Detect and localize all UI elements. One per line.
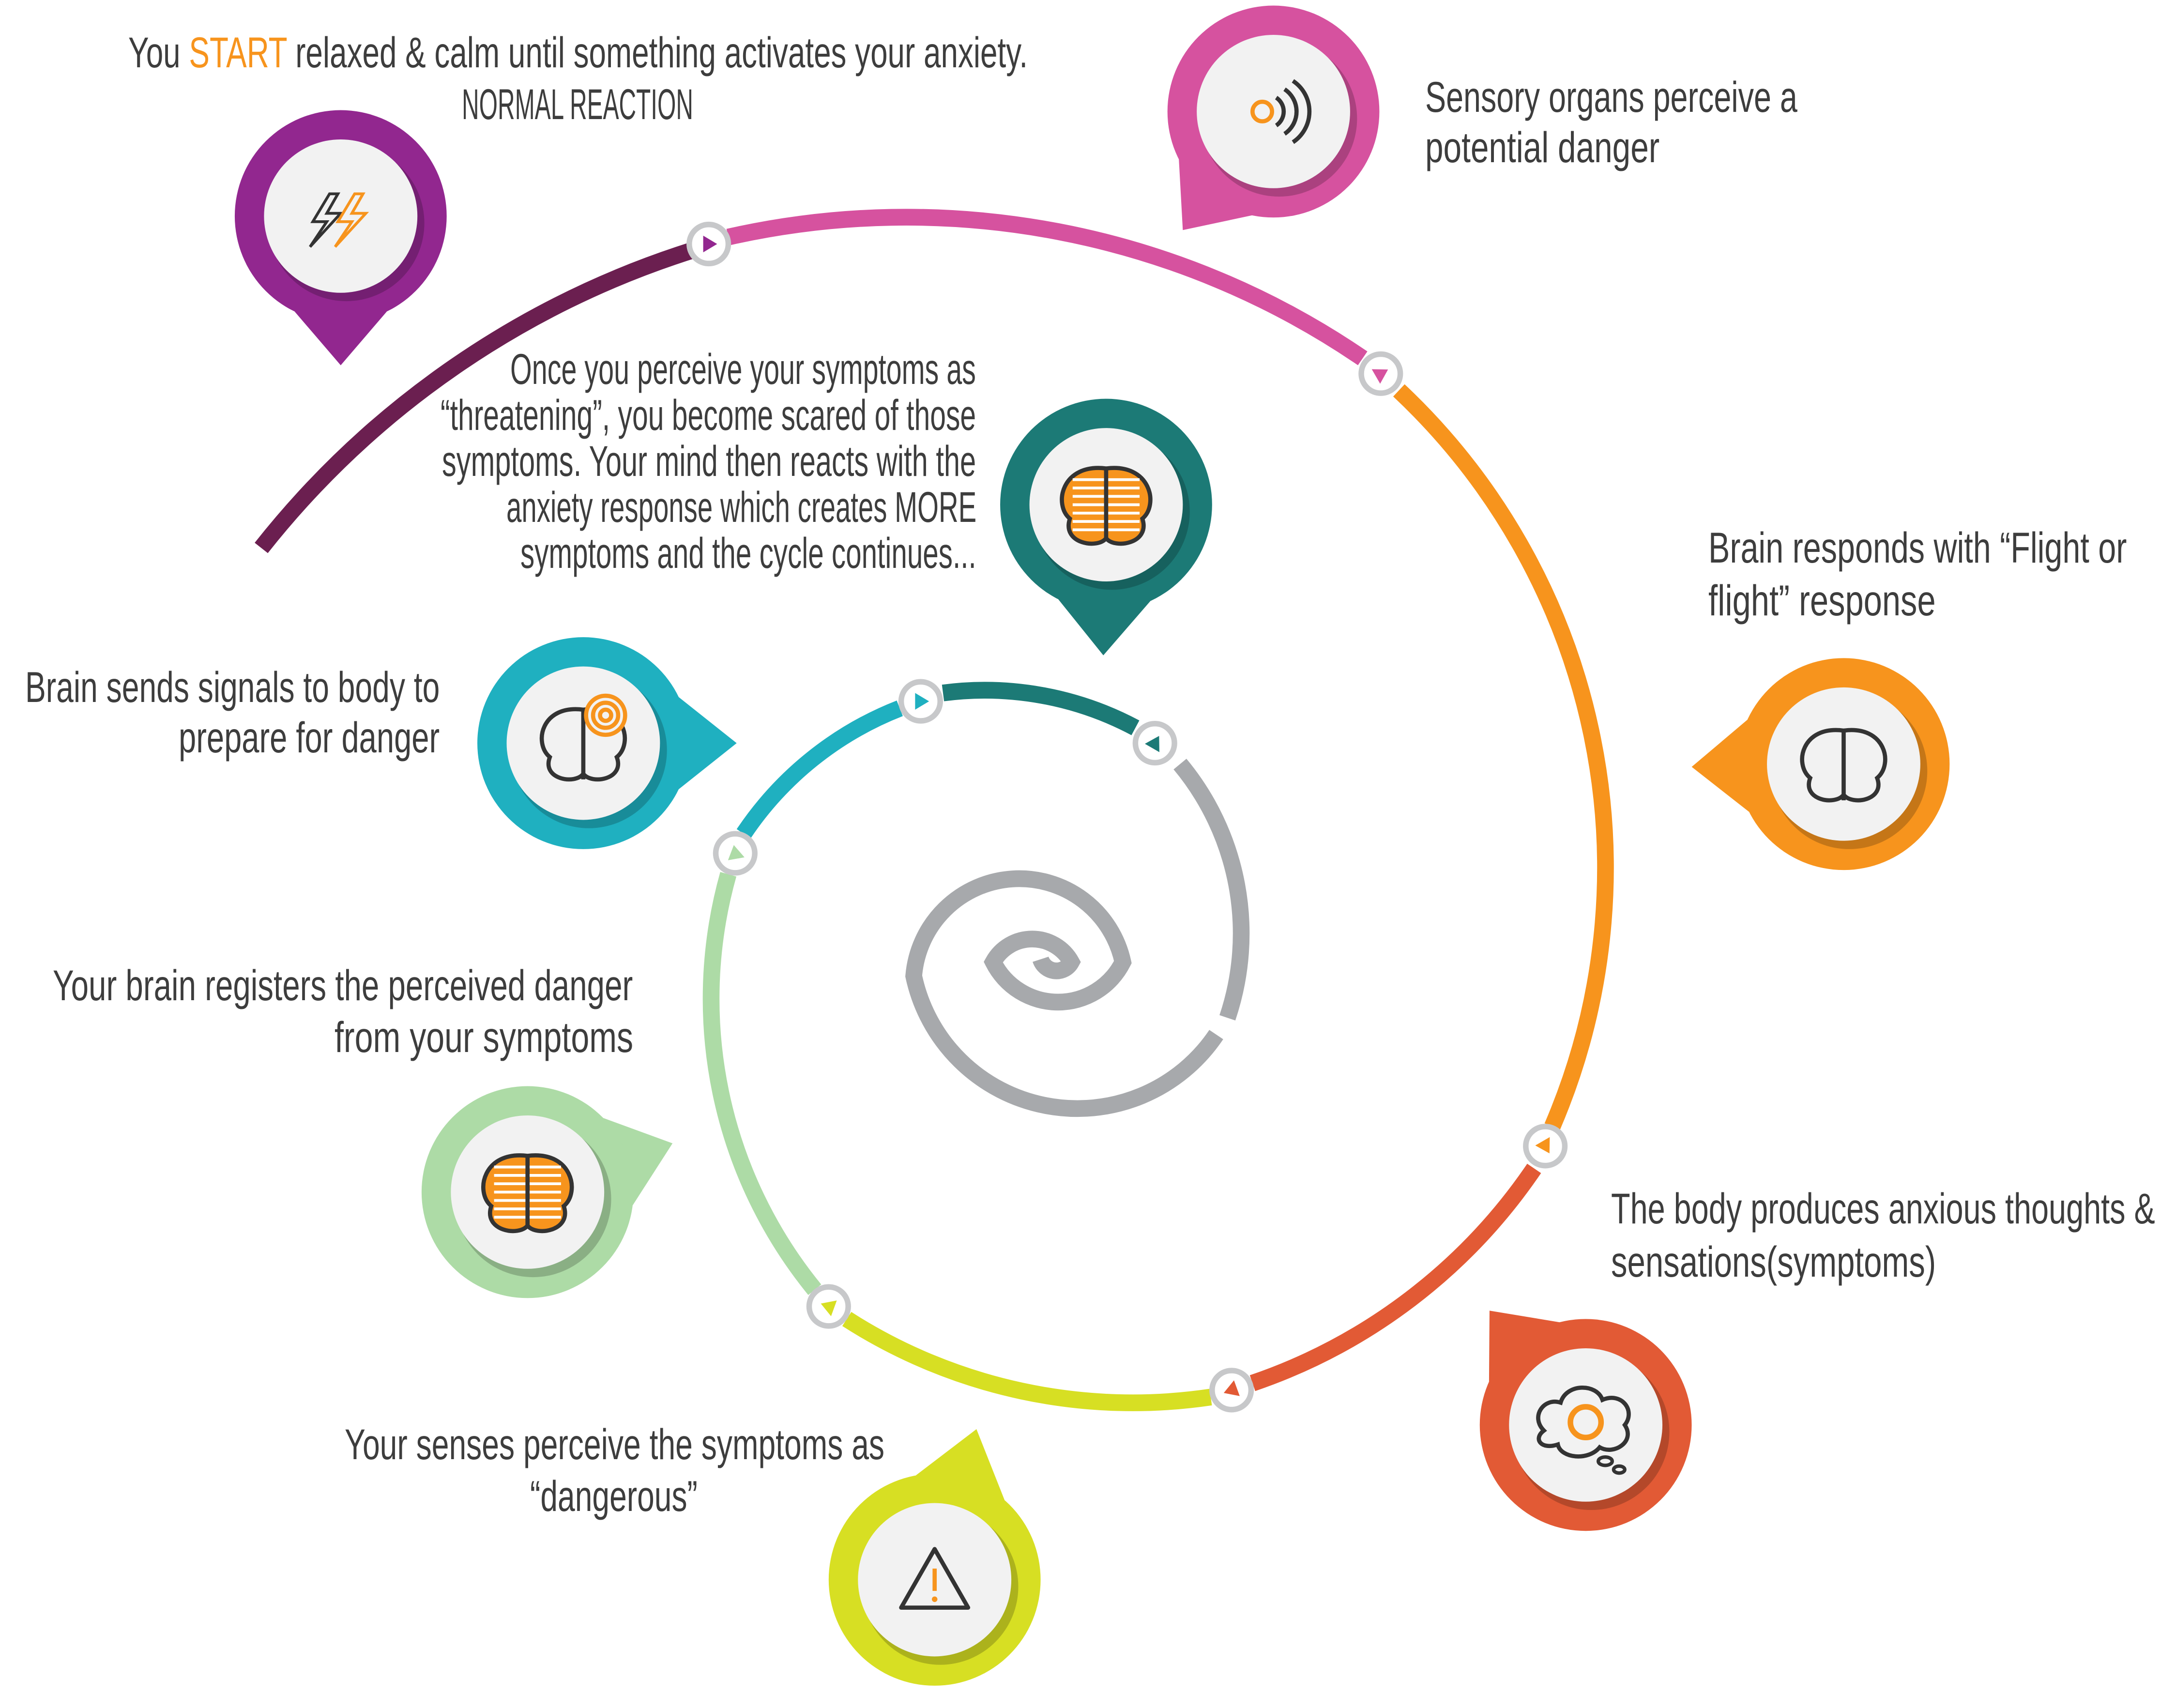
- lightning-icon: [309, 192, 369, 248]
- circuit-brain-icon: [1060, 466, 1153, 546]
- brain-icon: [1800, 728, 1887, 803]
- warning-icon: [899, 1547, 971, 1610]
- pin-flight: [1691, 658, 1950, 870]
- spiral-step-marker: [806, 1284, 851, 1329]
- brain-target-icon: [539, 693, 627, 782]
- spiral-segment-cycle: [942, 682, 1140, 735]
- spiral-step-marker: [713, 831, 758, 876]
- arrow-icon: [728, 845, 745, 860]
- arrow-icon: [1145, 736, 1159, 752]
- circuit-brain-icon: [481, 1153, 574, 1234]
- spiral-step-marker: [686, 221, 731, 267]
- sound-waves-icon: [1250, 79, 1312, 144]
- arrow-icon: [1535, 1137, 1550, 1154]
- thought-cloud-icon: [1536, 1386, 1631, 1475]
- spiral-segment-inner-2: [905, 870, 1223, 1117]
- spiral-segment-flight: [1393, 384, 1614, 1130]
- arrow-icon: [821, 1300, 837, 1316]
- spiral-segment-start: [255, 242, 698, 553]
- pin-body: [1479, 1311, 1692, 1531]
- spiral-step-marker: [1523, 1124, 1568, 1169]
- arrow-icon: [915, 693, 929, 710]
- spiral-step-marker: [1132, 720, 1177, 766]
- spiral-segment-sensory: [726, 209, 1368, 366]
- arrow-icon: [1371, 369, 1388, 384]
- spiral-segment-registers: [702, 872, 822, 1295]
- arrow-icon: [1223, 1380, 1240, 1396]
- spiral-step-marker: [1209, 1368, 1254, 1413]
- spiral-step-marker: [1358, 351, 1403, 396]
- pin-start: [234, 110, 447, 366]
- pin-signals: [477, 637, 737, 849]
- pin-registers: [421, 1086, 673, 1298]
- spiral-segment-senses: [842, 1312, 1212, 1411]
- spiral-segment-signals: [736, 700, 903, 839]
- spiral-step-marker: [898, 679, 943, 724]
- spiral-segment-body: [1249, 1163, 1541, 1391]
- pin-sensory: [1167, 5, 1380, 230]
- spiral-segment-inner-1: [1173, 759, 1250, 1021]
- arrow-icon: [703, 235, 717, 253]
- pin-senses: [828, 1429, 1041, 1686]
- pin-cycle: [1000, 398, 1212, 656]
